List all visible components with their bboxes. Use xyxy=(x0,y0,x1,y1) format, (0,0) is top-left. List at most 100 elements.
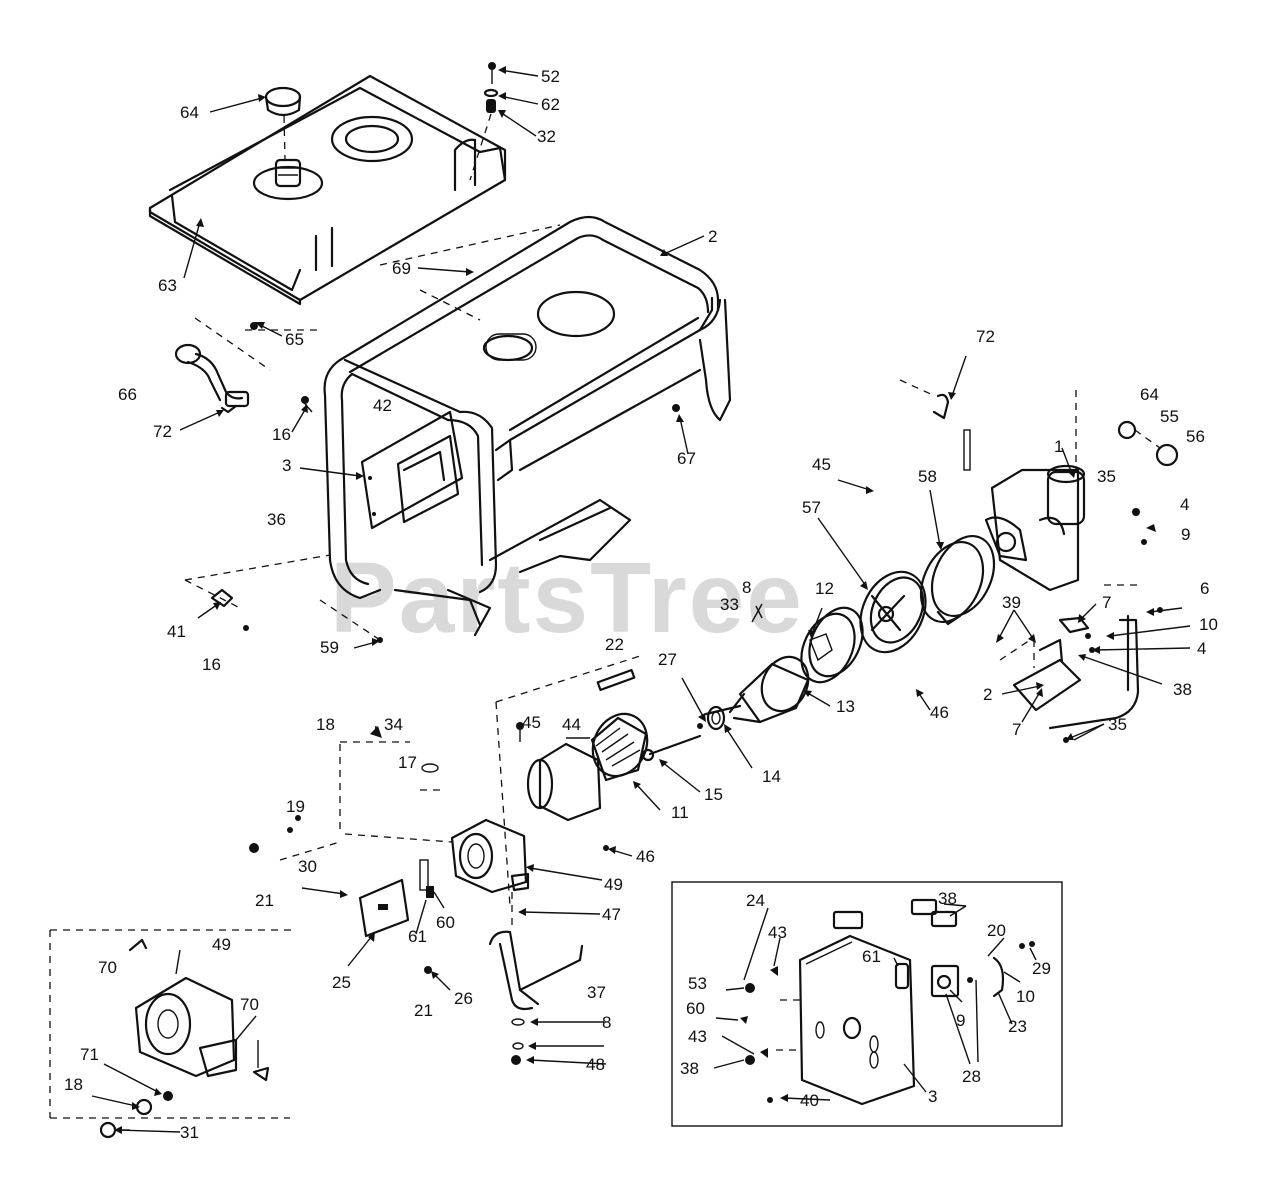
callout-69: 69 xyxy=(392,259,411,278)
control-panel xyxy=(360,410,464,530)
callout-8: 8 xyxy=(742,578,751,597)
tank-fastener-stack xyxy=(469,62,499,181)
callout-3: 3 xyxy=(282,456,291,475)
inset-endbell-detail xyxy=(49,929,295,1139)
rear-stand xyxy=(488,930,584,1065)
callout-39: 39 xyxy=(1002,593,1021,612)
callout-28: 28 xyxy=(962,1067,981,1086)
bearing-washer xyxy=(697,705,726,731)
callout-66: 66 xyxy=(118,385,137,404)
stator-hardware xyxy=(249,655,641,974)
callout-24: 24 xyxy=(746,891,765,910)
callout-21: 21 xyxy=(255,891,274,910)
callout-61-inset: 61 xyxy=(862,947,881,966)
callout-62: 62 xyxy=(541,95,560,114)
callout-49: 49 xyxy=(604,875,623,894)
callout-38: 38 xyxy=(1173,680,1192,699)
callout-40: 40 xyxy=(800,1091,819,1110)
callout-35: 35 xyxy=(1097,467,1116,486)
callout-63: 63 xyxy=(158,276,177,295)
callout-55: 55 xyxy=(1160,407,1179,426)
callout-67: 67 xyxy=(677,449,696,468)
callout-70-inset: 70 xyxy=(240,995,259,1014)
callout-53: 53 xyxy=(688,974,707,993)
callout-4: 4 xyxy=(1180,495,1189,514)
callout-7: 7 xyxy=(1102,593,1111,612)
callout-64: 64 xyxy=(180,103,199,122)
callout-43: 43 xyxy=(768,923,787,942)
callout-45-lower: 45 xyxy=(522,713,541,732)
callout-46-lower: 46 xyxy=(636,847,655,866)
callout-46: 46 xyxy=(930,703,949,722)
callout-48: 48 xyxy=(586,1055,605,1074)
callout-60-inset: 60 xyxy=(686,999,705,1018)
callout-7-lower: 7 xyxy=(1012,720,1021,739)
callout-19: 19 xyxy=(286,797,305,816)
callout-37: 37 xyxy=(587,983,606,1002)
ground-clip xyxy=(899,379,971,471)
callout-9-inset: 9 xyxy=(956,1011,965,1030)
callout-25: 25 xyxy=(332,973,351,992)
stator xyxy=(590,712,649,782)
small-hardware-left xyxy=(184,396,383,643)
callout-16-lower: 16 xyxy=(202,655,221,674)
rear-bearing-carrier xyxy=(450,818,530,894)
callout-52: 52 xyxy=(541,67,560,86)
callout-26: 26 xyxy=(454,989,473,1008)
callout-47: 47 xyxy=(602,905,621,924)
callout-21-lower: 21 xyxy=(414,1001,433,1020)
callout-59: 59 xyxy=(320,638,339,657)
callout-27: 27 xyxy=(658,650,677,669)
callout-44: 44 xyxy=(562,715,581,734)
callout-12: 12 xyxy=(815,579,834,598)
callout-8-stand: 8 xyxy=(602,1013,611,1032)
engine-hardware xyxy=(1104,508,1163,613)
callout-57: 57 xyxy=(802,498,821,517)
callout-2: 2 xyxy=(708,227,717,246)
callout-labels: 52 62 32 64 63 69 2 65 66 72 16 42 3 36 … xyxy=(64,67,1218,1142)
callout-1: 1 xyxy=(1054,437,1063,456)
callout-71: 71 xyxy=(80,1045,99,1064)
callout-15: 15 xyxy=(704,785,723,804)
callout-58: 58 xyxy=(918,467,937,486)
fuel-shutoff-valve xyxy=(174,317,320,414)
fan xyxy=(859,570,927,654)
callout-36: 36 xyxy=(267,510,286,529)
callout-64-right: 64 xyxy=(1140,385,1159,404)
callout-56: 56 xyxy=(1186,427,1205,446)
frame xyxy=(323,215,732,637)
rotor xyxy=(704,655,810,724)
callout-17: 17 xyxy=(398,753,417,772)
callout-70: 70 xyxy=(98,958,117,977)
callout-14: 14 xyxy=(762,767,781,786)
callout-29: 29 xyxy=(1032,959,1051,978)
adapter-ring xyxy=(919,535,996,626)
callout-13: 13 xyxy=(836,697,855,716)
callout-18: 18 xyxy=(316,715,335,734)
callout-65: 65 xyxy=(285,330,304,349)
callout-35-lower: 35 xyxy=(1108,715,1127,734)
callout-32: 32 xyxy=(537,127,556,146)
callout-72-top: 72 xyxy=(976,327,995,346)
callout-31: 31 xyxy=(180,1123,199,1142)
callout-3-inset: 3 xyxy=(928,1087,937,1106)
callout-23: 23 xyxy=(1008,1017,1027,1036)
callout-34: 34 xyxy=(384,715,403,734)
callout-6: 6 xyxy=(1200,579,1209,598)
callout-33: 33 xyxy=(720,595,739,614)
engine-base-bracket xyxy=(999,614,1140,743)
callout-72: 72 xyxy=(153,422,172,441)
callout-42: 42 xyxy=(373,396,392,415)
callout-10-inset: 10 xyxy=(1016,987,1035,1006)
leader-lines xyxy=(91,66,1191,1134)
callout-61: 61 xyxy=(408,927,427,946)
callout-43-inset: 43 xyxy=(688,1027,707,1046)
callout-16: 16 xyxy=(272,425,291,444)
fuel-tank xyxy=(148,74,507,306)
callout-22: 22 xyxy=(605,635,624,654)
callout-18-inset: 18 xyxy=(64,1075,83,1094)
stator-cover xyxy=(526,742,602,822)
callout-60: 60 xyxy=(436,913,455,932)
